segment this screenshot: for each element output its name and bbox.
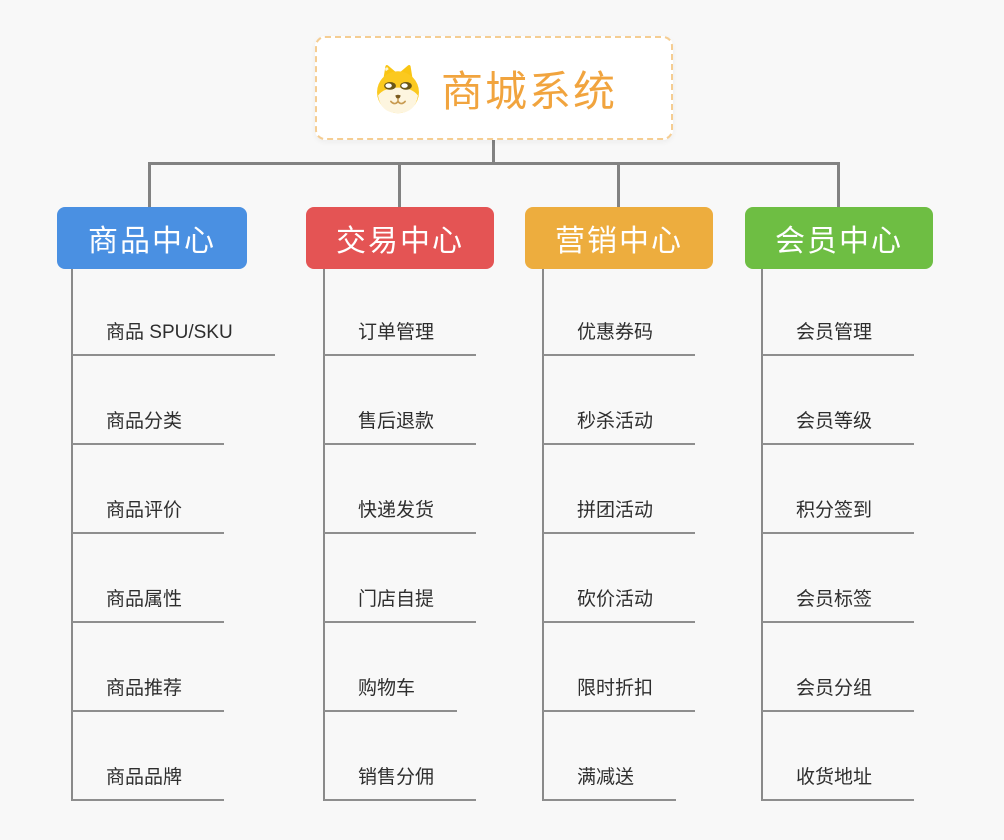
subtopic-goods-recommend[interactable]: 商品推荐 xyxy=(72,676,225,712)
subtopic-member-management[interactable]: 会员管理 xyxy=(762,320,915,356)
subtopic-member-level[interactable]: 会员等级 xyxy=(762,409,915,445)
subtopic-member-tags[interactable]: 会员标签 xyxy=(762,587,915,623)
trunk-member-center xyxy=(761,268,763,801)
subtopic-bargain-activity[interactable]: 砍价活动 xyxy=(543,587,696,623)
shiba-dog-icon xyxy=(371,62,425,114)
subtopic-points-checkin[interactable]: 积分签到 xyxy=(762,498,915,534)
subtopic-flash-sale[interactable]: 秒杀活动 xyxy=(543,409,696,445)
connector-horizontal-bar xyxy=(148,162,840,165)
subtopic-group-buying[interactable]: 拼团活动 xyxy=(543,498,696,534)
branch-topic-product-center[interactable]: 商品中心 xyxy=(57,207,247,269)
subtopic-after-sales-refund[interactable]: 售后退款 xyxy=(324,409,477,445)
subtopic-shopping-cart[interactable]: 购物车 xyxy=(324,676,458,712)
subtopic-goods-attribute[interactable]: 商品属性 xyxy=(72,587,225,623)
root-topic[interactable]: 商城系统 xyxy=(315,36,673,140)
subtopic-order-management[interactable]: 订单管理 xyxy=(324,320,477,356)
trunk-marketing-center xyxy=(542,268,544,801)
subtopic-coupon-code[interactable]: 优惠券码 xyxy=(543,320,696,356)
branch-topic-marketing-center[interactable]: 营销中心 xyxy=(525,207,713,269)
connector-drop-member xyxy=(837,162,840,209)
subtopic-member-groups[interactable]: 会员分组 xyxy=(762,676,915,712)
trunk-trade-center xyxy=(323,268,325,801)
trunk-product-center xyxy=(71,268,73,801)
subtopic-goods-brand[interactable]: 商品品牌 xyxy=(72,765,225,801)
connector-drop-product xyxy=(148,162,151,209)
root-topic-title: 商城系统 xyxy=(440,67,617,115)
subtopic-full-reduction-gift[interactable]: 满减送 xyxy=(543,765,677,801)
connector-root-stem xyxy=(492,139,495,163)
subtopic-goods-category[interactable]: 商品分类 xyxy=(72,409,225,445)
connector-drop-trade xyxy=(398,162,401,209)
connector-drop-marketing xyxy=(617,162,620,209)
subtopic-store-pickup[interactable]: 门店自提 xyxy=(324,587,477,623)
subtopic-goods-review[interactable]: 商品评价 xyxy=(72,498,225,534)
branch-topic-member-center[interactable]: 会员中心 xyxy=(745,207,933,269)
subtopic-sales-commission[interactable]: 销售分佣 xyxy=(324,765,477,801)
branch-topic-trade-center[interactable]: 交易中心 xyxy=(306,207,494,269)
subtopic-shipping-address[interactable]: 收货地址 xyxy=(762,765,915,801)
subtopic-limited-time-discount[interactable]: 限时折扣 xyxy=(543,676,696,712)
subtopic-goods-spu-sku[interactable]: 商品 SPU/SKU xyxy=(72,320,275,356)
subtopic-express-shipping[interactable]: 快递发货 xyxy=(324,498,477,534)
